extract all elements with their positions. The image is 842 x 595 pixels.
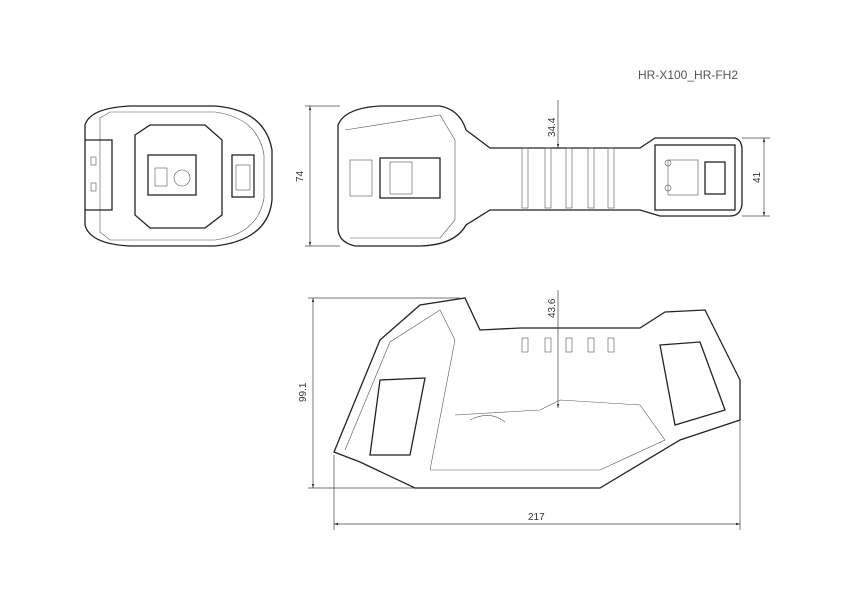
top-view <box>337 105 743 247</box>
dimension-43-6: 43.6 <box>547 290 560 408</box>
front-view <box>84 105 273 247</box>
dimension-74: 74 <box>295 105 340 247</box>
dim-99-1-label: 99.1 <box>298 382 309 402</box>
dim-41-label: 41 <box>752 171 763 183</box>
dimension-41: 41 <box>742 137 770 217</box>
dimension-99-1: 99.1 <box>298 297 460 489</box>
side-view <box>333 297 741 489</box>
dim-74-label: 74 <box>295 170 306 182</box>
dim-43-6-label: 43.6 <box>547 298 558 318</box>
dim-217-label: 217 <box>528 512 545 523</box>
drawing-title: HR-X100_HR-FH2 <box>638 68 738 82</box>
dimension-34-4: 34.4 <box>547 100 560 148</box>
dim-34-4-label: 34.4 <box>547 117 558 137</box>
dimension-217: 217 <box>333 420 741 530</box>
